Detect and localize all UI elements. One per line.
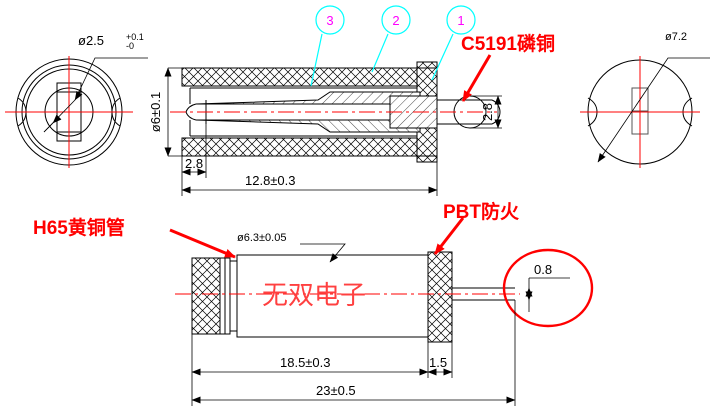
dim-pin-height-2-8-value: 2.8 [480,103,495,121]
detail-view-0-8: 0.8 [502,248,594,328]
balloon-3[interactable]: 3 [310,5,345,87]
assembly-view [175,243,520,343]
note-c5191: C5191磷铜 [461,32,555,102]
balloon-2-label: 2 [392,13,399,28]
dim-diameter-6-value: ø6±0.1 [148,92,163,132]
dim-step-2-8: 2.8 [181,124,207,178]
balloon-1[interactable]: 1 [431,5,476,81]
dim-body-length-18-5-value: 18.5±0.3 [280,355,331,370]
dim-total-length-23: 23±0.5 [191,300,516,406]
dim-body-length-18-5: 18.5±0.3 [191,334,429,378]
balloon-3-label: 3 [326,13,333,28]
dim-pin-height-2-8: 2.8 [470,95,502,129]
dim-detail-0-8-value: 0.8 [534,262,552,277]
dim-diameter-6-3-value: ø6.3±0.05 [237,232,286,244]
dim-length-12-8-value: 12.8±0.3 [245,173,296,188]
dim-diameter-2-5-upper-tol: +0.1 [126,32,144,42]
dim-diameter-2-5-value: ø2.5 [78,33,104,48]
note-pbt-label: PBT防火 [443,200,520,223]
note-h65-label: H65黄铜管 [33,216,125,239]
dim-cap-length-1-5-value: 1.5 [429,355,447,370]
dim-total-length-23-value: 23±0.5 [316,383,356,398]
note-h65: H65黄铜管 [33,216,236,259]
note-c5191-label: C5191磷铜 [461,32,555,55]
left-end-view [5,56,148,168]
balloon-1-label: 1 [457,13,464,28]
dim-diameter-2-5-lower-tol: -0 [126,41,134,51]
dim-diameter-2-5: ø2.5 +0.1 -0 [78,32,144,51]
watermark-label: 无双电子 [262,280,366,310]
note-pbt: PBT防火 [433,200,520,255]
dim-diameter-7-2-value: ø7.2 [665,31,687,43]
balloon-2[interactable]: 2 [371,5,411,73]
dim-length-12-8: 12.8±0.3 [181,162,438,196]
dim-step-2-8-value: 2.8 [185,156,203,171]
dim-cap-length-1-5: 1.5 [427,342,453,378]
section-view [170,61,501,163]
right-end-view: ø7.2 [580,31,710,168]
